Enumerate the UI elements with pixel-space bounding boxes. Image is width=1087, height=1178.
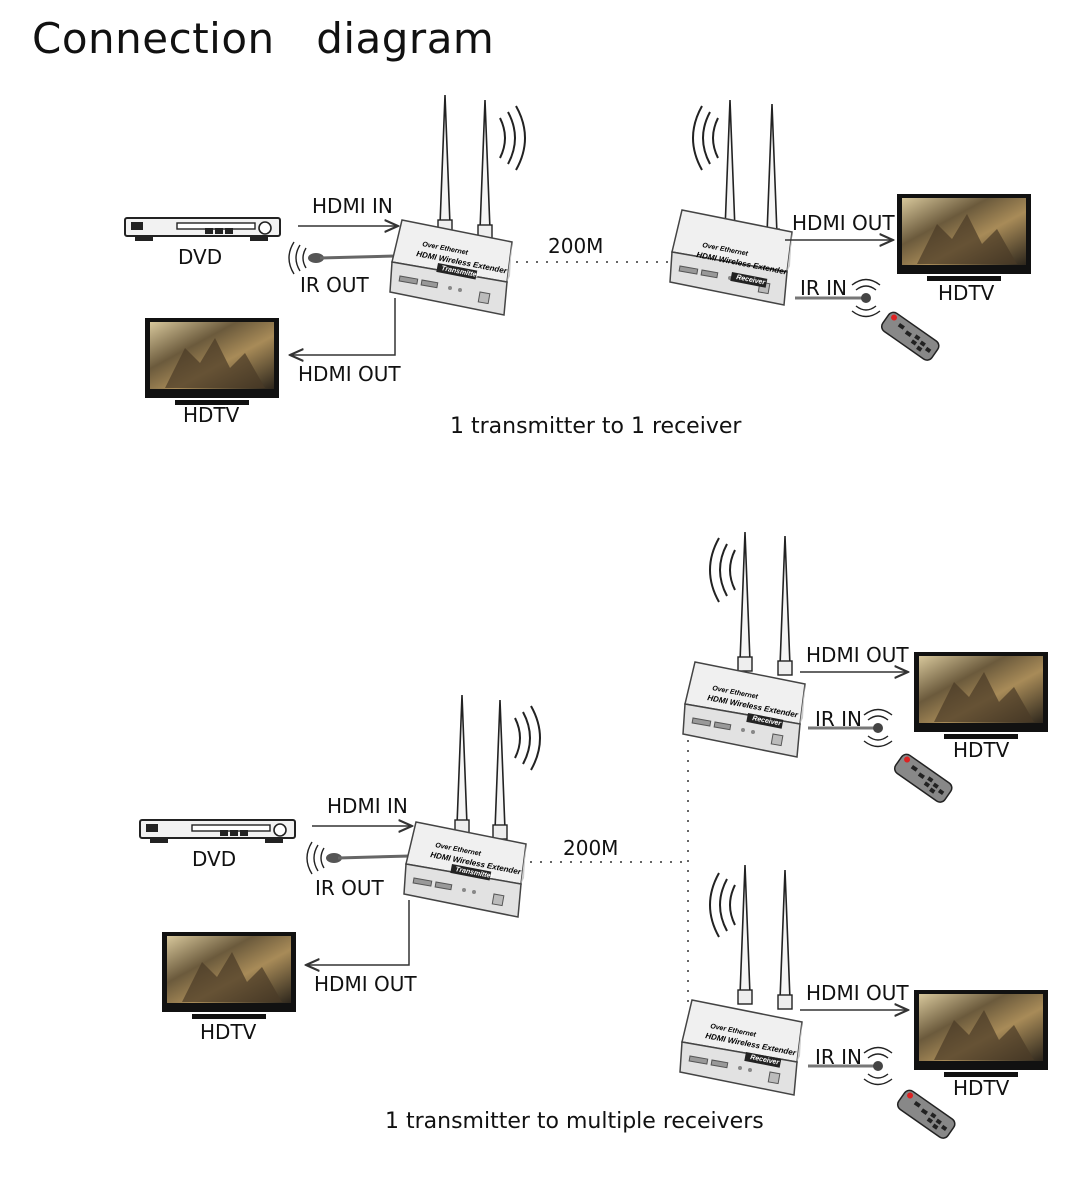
diagram2-distance-label: 200M <box>563 836 619 860</box>
diagram2-dvd-player <box>139 819 296 844</box>
diagram1-local-tv <box>145 318 279 405</box>
diagram2-receiver2-remote <box>894 1087 958 1142</box>
diagram1-hdmi-in-label: HDMI IN <box>312 194 393 218</box>
diagram1-ir-out-emitter <box>288 241 396 275</box>
diagram2-receiver2-ir-in-label: IR IN <box>815 1045 863 1069</box>
diagram1-transmitter: Over Ethernet HDMI Wireless Extender Tra… <box>389 94 526 316</box>
diagram1-remote-tv <box>897 194 1031 281</box>
page-title: Connection diagram <box>32 14 495 63</box>
diagram2-hdmi-in-label: HDMI IN <box>327 794 408 818</box>
diagram2-ir-out-emitter <box>306 841 411 875</box>
diagram2-local-tv <box>162 932 296 1019</box>
diagram1-distance-label: 200M <box>548 234 604 258</box>
diagram2-transmitter: Over Ethernet HDMI Wireless Extender Tra… <box>403 694 541 918</box>
diagram2-receiver1-hdmi-out-label: HDMI OUT <box>806 643 909 667</box>
diagram1-remote-control <box>878 309 942 364</box>
diagram2-ir-out-label: IR OUT <box>315 876 384 900</box>
diagram2-receiver1-remote <box>891 751 955 806</box>
diagram1-caption: 1 transmitter to 1 receiver <box>450 414 742 439</box>
diagram1-receiver-hdmi-out-label: HDMI OUT <box>792 211 895 235</box>
diagram2-hdmi-out-local-label: HDMI OUT <box>314 972 417 996</box>
diagram2-receiver2-tv-label: HDTV <box>953 1076 1010 1100</box>
diagram1-receiver: Over Ethernet HDMI Wireless Extender Rec… <box>669 99 793 306</box>
diagram2-hdmi-out-arrow <box>306 900 410 965</box>
diagram2-link-line <box>530 740 689 1005</box>
diagram2-receiver1-ir-in-cable <box>808 708 893 748</box>
diagram2-receiver1: Over Ethernet HDMI Wireless Extender Rec… <box>682 531 806 758</box>
diagram1-hdmi-out-local-label: HDMI OUT <box>298 362 401 386</box>
diagram2-receiver1-ir-in-label: IR IN <box>815 707 863 731</box>
diagram2-receiver2: Over Ethernet HDMI Wireless Extender Rec… <box>679 864 803 1096</box>
diagram1-dvd-label: DVD <box>178 245 223 269</box>
diagram1-ir-out-label: IR OUT <box>300 273 369 297</box>
diagram1-remote-tv-label: HDTV <box>938 281 995 305</box>
diagram2-dvd-label: DVD <box>192 847 237 871</box>
diagram2-receiver2-ir-in-cable <box>808 1046 893 1086</box>
diagram2-receiver1-tv <box>914 652 1048 739</box>
diagram2-receiver2-hdmi-out-label: HDMI OUT <box>806 981 909 1005</box>
diagram2-receiver2-tv <box>914 990 1048 1077</box>
diagram2-receiver1-tv-label: HDTV <box>953 738 1010 762</box>
diagram1-hdmi-out-arrow <box>290 298 396 355</box>
diagram1-dvd-player <box>124 217 281 242</box>
diagram1-ir-in-cable <box>795 278 881 318</box>
diagram2-caption: 1 transmitter to multiple receivers <box>385 1109 764 1134</box>
diagram1-ir-in-label: IR IN <box>800 276 848 300</box>
diagram2-local-tv-label: HDTV <box>200 1020 257 1044</box>
diagram1-local-tv-label: HDTV <box>183 403 240 427</box>
